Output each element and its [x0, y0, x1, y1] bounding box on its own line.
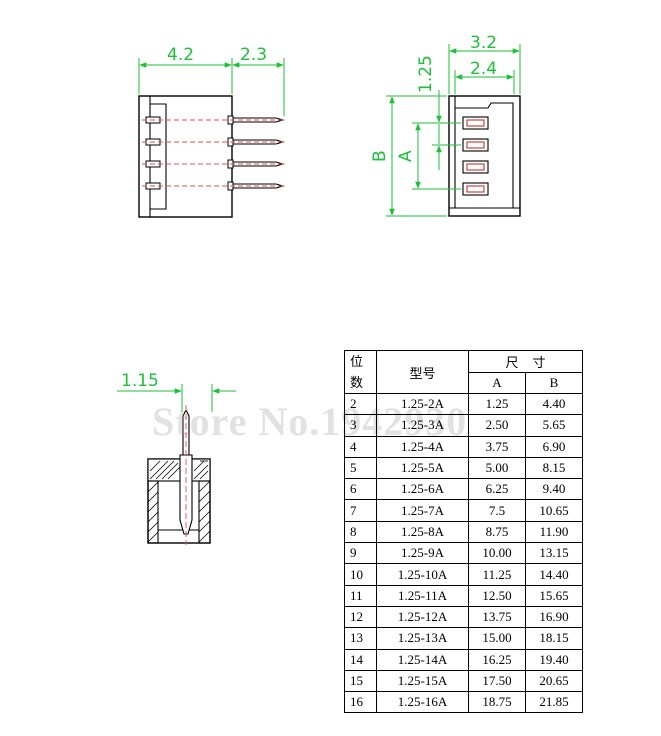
cell-a: 17.50 — [468, 669, 526, 693]
cell-pos: 12 — [344, 605, 377, 629]
cell-pos: 5 — [344, 456, 377, 480]
cell-pos: 2 — [344, 392, 377, 416]
cell-pos: 3 — [344, 414, 377, 437]
cell-model: 1.25-11A — [376, 584, 469, 607]
header-col-b: B — [525, 371, 583, 394]
cell-b: 15.65 — [525, 584, 583, 607]
cell-pos: 8 — [344, 520, 377, 544]
header-col-a: A — [468, 371, 526, 394]
cell-model: 1.25-10A — [376, 563, 469, 586]
cell-b: 10.65 — [525, 499, 583, 522]
cell-model: 1.25-15A — [376, 669, 469, 693]
cell-b: 18.15 — [525, 627, 583, 650]
cell-b: 9.40 — [525, 478, 583, 501]
cell-a: 11.25 — [468, 563, 526, 586]
cell-b: 13.15 — [525, 542, 583, 565]
front-view: 3.2 2.4 1.25 B A — [370, 33, 521, 217]
cell-b: 19.40 — [525, 648, 583, 671]
cell-pos: 14 — [344, 648, 377, 671]
cell-pos: 16 — [344, 691, 377, 714]
cell-b: 16.90 — [525, 605, 583, 629]
dim-front-height-a: A — [396, 150, 416, 162]
cell-pos: 7 — [344, 499, 377, 522]
cell-model: 1.25-7A — [376, 499, 469, 522]
cell-model: 1.25-3A — [376, 414, 469, 437]
dim-pin-section-width: 1.15 — [121, 371, 159, 391]
dim-front-inner-width: 2.4 — [470, 59, 497, 79]
cell-b: 4.40 — [525, 392, 583, 416]
cell-pos: 4 — [344, 435, 377, 458]
cell-b: 21.85 — [525, 691, 583, 714]
cell-pos: 10 — [344, 563, 377, 586]
cell-b: 6.90 — [525, 435, 583, 458]
cell-model: 1.25-9A — [376, 542, 469, 565]
cell-model: 1.25-5A — [376, 456, 469, 480]
cell-model: 1.25-14A — [376, 648, 469, 671]
section-view: 1.15 — [117, 371, 236, 545]
header-size: 尺寸 — [468, 350, 583, 373]
cell-a: 3.75 — [468, 435, 526, 458]
header-pos: 位 数 — [344, 350, 377, 394]
cell-model: 1.25-16A — [376, 691, 469, 714]
cell-model: 1.25-12A — [376, 605, 469, 629]
table-header-row-2: A B — [345, 371, 583, 394]
cell-a: 2.50 — [468, 414, 526, 437]
cell-model: 1.25-6A — [376, 478, 469, 501]
cell-b: 20.65 — [525, 669, 583, 693]
cell-b: 14.40 — [525, 563, 583, 586]
dim-front-height-b: B — [370, 150, 390, 162]
cell-a: 5.00 — [468, 456, 526, 480]
cell-a: 6.25 — [468, 478, 526, 501]
cell-b: 5.65 — [525, 414, 583, 437]
cell-model: 1.25-4A — [376, 435, 469, 458]
dim-side-body-width: 4.2 — [167, 45, 194, 65]
cell-a: 12.50 — [468, 584, 526, 607]
cell-pos: 9 — [344, 542, 377, 565]
cell-pos: 13 — [344, 627, 377, 650]
cell-pos: 11 — [344, 584, 377, 607]
cell-model: 1.25-13A — [376, 627, 469, 650]
header-model: 型号 — [376, 350, 469, 394]
cell-a: 18.75 — [468, 691, 526, 714]
cell-a: 1.25 — [468, 392, 526, 416]
cell-a: 13.75 — [468, 605, 526, 629]
cell-pos: 6 — [344, 478, 377, 501]
cell-a: 16.25 — [468, 648, 526, 671]
cell-pos: 15 — [344, 669, 377, 693]
header-pos-bottom: 数 — [350, 375, 364, 390]
header-pos-top: 位 — [350, 354, 364, 369]
cell-model: 1.25-2A — [376, 392, 469, 416]
cell-a: 7.5 — [468, 499, 526, 522]
dim-front-total-width: 3.2 — [470, 33, 497, 53]
dim-side-pin-length: 2.3 — [240, 45, 267, 65]
cell-b: 11.90 — [525, 520, 583, 544]
table-header-row-1: 位 数 型号 尺寸 — [344, 350, 583, 394]
cell-a: 15.00 — [468, 627, 526, 650]
dim-front-pitch: 1.25 — [416, 55, 436, 93]
front-pin-slots — [462, 116, 489, 196]
side-view: 4.2 2.3 — [138, 45, 285, 218]
cell-a: 10.00 — [468, 542, 526, 565]
cell-b: 8.15 — [525, 456, 583, 480]
cell-model: 1.25-8A — [376, 520, 469, 544]
cell-a: 8.75 — [468, 520, 526, 544]
